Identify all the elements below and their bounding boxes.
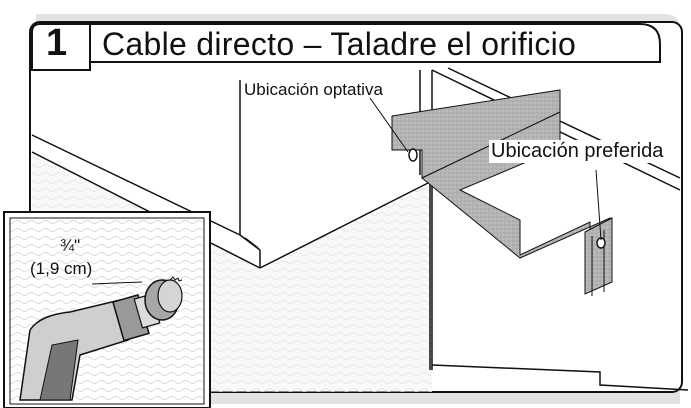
title-tab bbox=[31, 23, 661, 71]
optional-location-label: Ubicación optativa bbox=[244, 80, 383, 99]
cutout-template bbox=[391, 89, 613, 296]
step-title: Cable directo – Taladre el orificio bbox=[102, 26, 577, 62]
leader-lines bbox=[369, 97, 602, 241]
hole-size-fraction: ¾" bbox=[60, 236, 81, 255]
step-number: 1 bbox=[46, 22, 68, 64]
preferred-location-label: Ubicación preferida bbox=[489, 140, 666, 163]
drill-inset bbox=[3, 211, 211, 408]
optional-hole bbox=[408, 148, 418, 162]
hole-size-metric: (1,9 cm) bbox=[30, 259, 93, 278]
hole-saw-icon bbox=[144, 276, 183, 321]
